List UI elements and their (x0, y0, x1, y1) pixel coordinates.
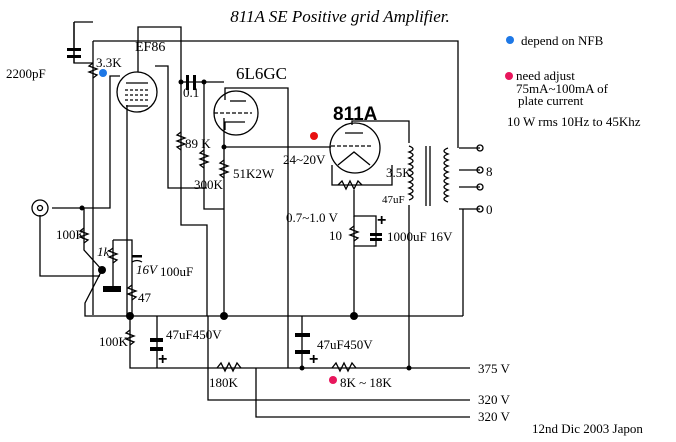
capacitors: + + + (67, 48, 386, 368)
label-375v: 375 V (478, 361, 511, 376)
label-300k: 300K (194, 177, 224, 192)
tap-terminal (476, 166, 484, 174)
label-ef86: EF86 (135, 40, 165, 55)
plus-sign: + (309, 351, 318, 368)
label-47uf450v-a: 47uF450V (166, 327, 222, 342)
output-transformer (407, 144, 484, 213)
wires (39, 21, 480, 418)
pink-note-2: 75mA~100mA of (516, 81, 609, 96)
label-47uf: 47uF (382, 194, 405, 206)
label-89k: 89 K (185, 136, 211, 151)
label-2200pf: 2200pF (6, 66, 46, 81)
red-marker (310, 132, 318, 140)
plus-sign: + (377, 212, 386, 229)
label-tap-8: 8 (486, 164, 493, 179)
pink-note-1: need adjust (516, 68, 575, 83)
junctions (79, 79, 412, 371)
label-tap-0: 0 (486, 202, 493, 217)
blue-dot-legend (506, 36, 514, 44)
label-3-5k: 3.5K (386, 165, 412, 180)
title: 811A SE Positive grid Amplifier. (230, 7, 450, 26)
pink-note-3: plate current (518, 93, 584, 108)
label-47: 47 (138, 290, 152, 305)
blue-note: depend on NFB (521, 33, 604, 48)
blue-marker (99, 69, 107, 77)
label-16v: 16V (136, 262, 159, 277)
6l6gc-tube (213, 90, 259, 136)
label-100k-input: 100K (56, 227, 86, 242)
label-320v-a: 320 V (478, 392, 511, 407)
label-8k-18k: 8K ~ 18K (340, 375, 392, 390)
pink-marker (329, 376, 337, 384)
label-1k: 1k (97, 244, 110, 259)
input-jack (31, 199, 49, 217)
811a-tube (329, 122, 381, 174)
label-10: 10 (329, 228, 342, 243)
plus-sign: + (158, 351, 167, 368)
label-0-7-1-0v: 0.7~1.0 V (286, 210, 339, 225)
label-24-20v: 24~20V (283, 152, 326, 167)
tap-terminal (476, 144, 484, 152)
label-100uf: 100uF (160, 264, 193, 279)
label-0-1: 0.1 (183, 85, 199, 100)
pink-dot-legend (505, 72, 513, 80)
label-6l6gc: 6L6GC (236, 64, 287, 83)
label-100k-b: 100K (99, 334, 129, 349)
tap-terminal (476, 183, 484, 191)
label-320v-b: 320 V (478, 409, 511, 424)
tap-terminal (476, 205, 484, 213)
footer-date: 12nd Dic 2003 Japon (532, 421, 643, 436)
label-51k2w: 51K2W (233, 166, 275, 181)
label-3-3k: 3.3K (96, 55, 122, 70)
label-811a: 811A (333, 104, 378, 125)
label-180k: 180K (209, 375, 239, 390)
label-47uf450v-b: 47uF450V (317, 337, 373, 352)
ground-icon (103, 286, 121, 292)
label-1000uf: 1000uF 16V (387, 229, 453, 244)
ef86-tube (116, 71, 158, 113)
resistors (78, 62, 363, 373)
spec-note: 10 W rms 10Hz to 45Khz (507, 114, 641, 129)
